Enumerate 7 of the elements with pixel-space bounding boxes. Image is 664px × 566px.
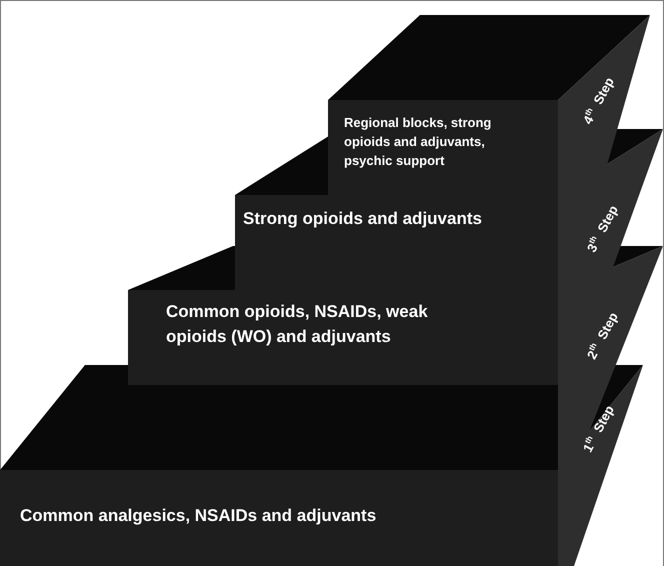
step-text: Common opioids, NSAIDs, weak opioids (WO) and adjuvants — [166, 301, 429, 348]
step-text: Common analgesics, NSAIDs and adjuvants — [20, 505, 378, 527]
step-block — [328, 100, 558, 195]
step-text: Strong opioids and adjuvants — [243, 208, 483, 230]
step-text: Regional blocks, strong opioids and adjuvants, psychic support — [344, 114, 492, 170]
step-block — [128, 290, 558, 385]
step-block — [0, 470, 558, 566]
